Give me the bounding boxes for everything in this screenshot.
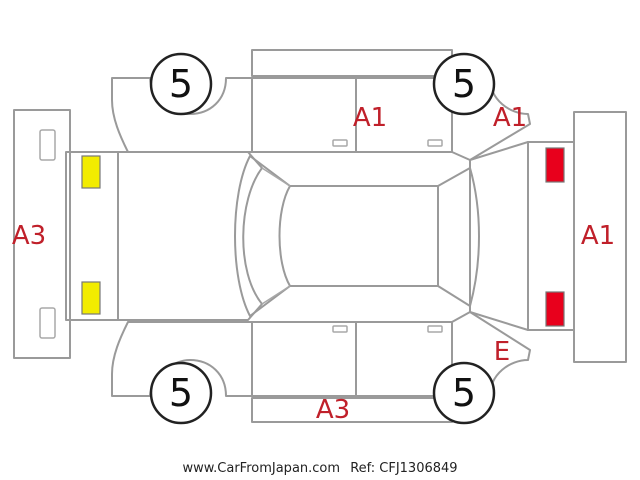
cabin: [234, 155, 480, 317]
rear-right-lamp: [545, 291, 565, 327]
front-bumper: [13, 109, 71, 359]
tyre-rear-right-score: 5: [452, 371, 476, 415]
tyre-rear-left: 5: [432, 52, 496, 116]
hood: [117, 151, 263, 321]
front-fascia: [65, 151, 119, 321]
front-left-lamp: [81, 155, 101, 189]
code-right-rocker: A3: [316, 395, 350, 425]
front-right-lamp: [81, 281, 101, 315]
rear-hatch: [469, 141, 575, 331]
code-right-rear-wheel-arch: E: [494, 337, 510, 367]
tyre-rear-left-score: 5: [452, 62, 476, 106]
footer-ref: Ref: CFJ1306849: [350, 461, 457, 476]
code-right-rear-quarter: A1: [493, 103, 527, 133]
code-front-bumper: A3: [12, 221, 46, 251]
rear-left-lamp: [545, 147, 565, 183]
tyre-rear-right: 5: [432, 361, 496, 425]
code-rear-bumper: A1: [581, 221, 615, 251]
tyre-front-right-score: 5: [169, 371, 193, 415]
tyre-front-right: 5: [149, 361, 213, 425]
code-left-rear-door: A1: [353, 103, 387, 133]
tyre-front-left-score: 5: [169, 62, 193, 106]
footer-credit: www.CarFromJapan.com Ref: CFJ1306849: [182, 461, 457, 476]
tyre-front-left: 5: [149, 52, 213, 116]
footer-website: www.CarFromJapan.com: [182, 461, 340, 476]
